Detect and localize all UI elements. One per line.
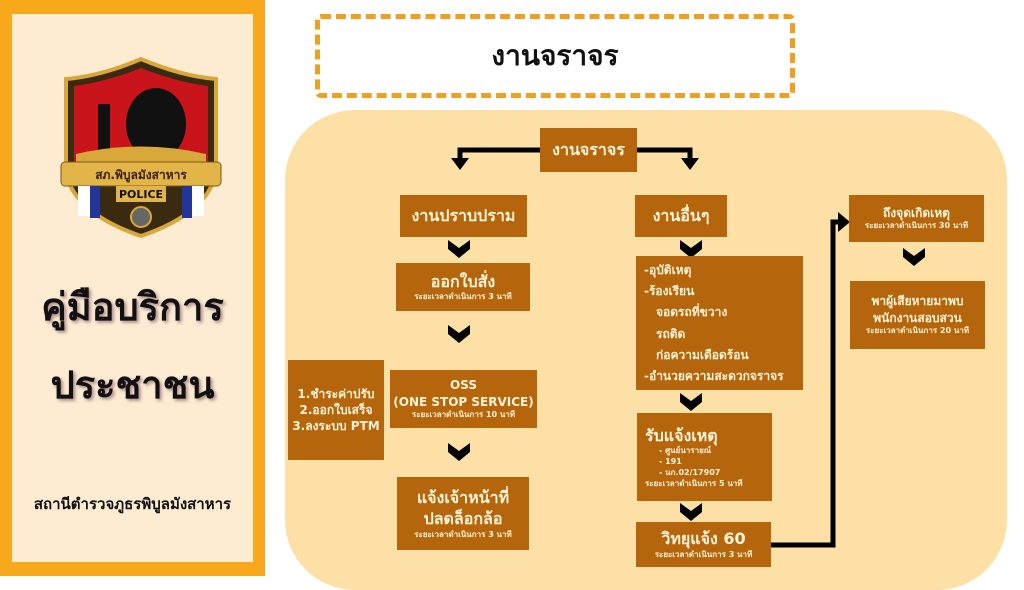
other-work-box: งานอื่นๆ (635, 195, 727, 237)
root-box: งานจราจร (540, 128, 637, 172)
radio-box: วิทยุแจ้ง 60 ระยะเวลาดำเนินการ 3 นาที (636, 522, 771, 567)
suppression-box: งานปราบปราม (400, 195, 527, 237)
unlock-line1: แจ้งเจ้าหน้าที่ (416, 487, 510, 507)
sidebar-panel: POLICE สภ.พิบูลมังสาหาร คู่มือบริการ ประ… (12, 14, 253, 562)
page-title-box: งานจราจร (315, 14, 795, 98)
oss-box: OSS (ONE STOP SERVICE) ระยะเวลาดำเนินการ… (390, 370, 537, 428)
report-channel: - 191 (659, 457, 682, 466)
svg-text:POLICE: POLICE (119, 188, 163, 201)
oss-step: 3.ลงระบบ PTM (292, 419, 380, 434)
victim-line1: พาผู้เสียหายมาพบ (871, 294, 964, 309)
incident-type: จอดรถที่ขวาง (656, 305, 728, 320)
chevron-down-icon (903, 248, 925, 266)
unlock-box: แจ้งเจ้าหน้าที่ ปลดล็อกล้อ ระยะเวลาดำเนิ… (397, 477, 529, 550)
oss-full-label: (ONE STOP SERVICE) (393, 394, 534, 409)
unlock-line2: ปลดล็อกล้อ (423, 509, 503, 529)
chevron-down-icon (448, 443, 470, 461)
incident-type: รถติด (656, 326, 686, 341)
chevron-down-icon (680, 240, 702, 258)
arrive-box: ถึงจุดเกิดเหตุ ระยะเวลาดำเนินการ 30 นาที (849, 195, 984, 242)
oss-step: 2.ออกใบเสร็จ (299, 402, 373, 417)
ticket-time: ระยะเวลาดำเนินการ 3 นาที (414, 292, 512, 302)
incident-type: -ร้องเรียน (644, 283, 695, 298)
incident-type: ก่อความเดือดร้อน (656, 347, 749, 362)
report-time: ระยะเวลาดำเนินการ 5 นาที (645, 478, 743, 488)
arrive-time: ระยะเวลาดำเนินการ 30 นาที (864, 221, 969, 231)
radio-title: วิทยุแจ้ง 60 (661, 529, 746, 549)
incident-type: -อุบัติเหตุ (644, 262, 692, 277)
oss-label: OSS (450, 378, 477, 393)
incident-type: -อำนวยความสะดวกจราจร (644, 369, 784, 384)
manual-title-line1: คู่มือบริการ (41, 285, 224, 329)
chevron-down-icon (680, 393, 702, 411)
report-box: รับแจ้งเหตุ - ศูนย์นารายณ์ - 191 - นก.02… (637, 413, 772, 501)
report-channel: - นก.02/17907 (659, 467, 721, 477)
oss-step: 1.ชำระค่าปรับ (297, 386, 375, 401)
page-title: งานจราจร (491, 39, 619, 72)
sidebar: POLICE สภ.พิบูลมังสาหาร คู่มือบริการ ประ… (0, 0, 265, 576)
victim-box: พาผู้เสียหายมาพบ พนักงานสอบสวน ระยะเวลาด… (850, 281, 985, 349)
oss-steps-box: 1.ชำระค่าปรับ 2.ออกใบเสร็จ 3.ลงระบบ PTM (288, 360, 384, 460)
police-badge-logo: POLICE สภ.พิบูลมังสาหาร (60, 56, 222, 239)
unlock-time: ระยะเวลาดำเนินการ 3 นาที (414, 529, 512, 539)
report-title: รับแจ้งเหตุ (645, 425, 718, 445)
chevron-down-icon (680, 503, 702, 521)
chevron-down-icon (448, 240, 470, 258)
station-name: สถานีตำรวจภูธรพิบูลมังสาหาร (33, 495, 232, 513)
manual-title-line2: ประชาชน (50, 363, 215, 407)
oss-time: ระยะเวลาดำเนินการ 10 นาที (411, 409, 516, 419)
report-channel: - ศูนย์นารายณ์ (659, 446, 712, 456)
ticket-box: ออกใบสั่ง ระยะเวลาดำเนินการ 3 นาที (396, 263, 530, 311)
arrive-title: ถึงจุดเกิดเหตุ (883, 206, 950, 220)
svg-text:สภ.พิบูลมังสาหาร: สภ.พิบูลมังสาหาร (95, 168, 187, 183)
incident-types-box: -อุบัติเหตุ -ร้องเรียน จอดรถที่ขวาง รถติ… (636, 256, 803, 390)
victim-time: ระยะเวลาดำเนินการ 20 นาที (865, 325, 970, 335)
victim-line2: พนักงานสอบสวน (873, 310, 962, 325)
radio-time: ระยะเวลาดำเนินการ 3 นาที (654, 549, 753, 559)
ticket-title: ออกใบสั่ง (430, 271, 496, 291)
chevron-down-icon (448, 325, 470, 343)
